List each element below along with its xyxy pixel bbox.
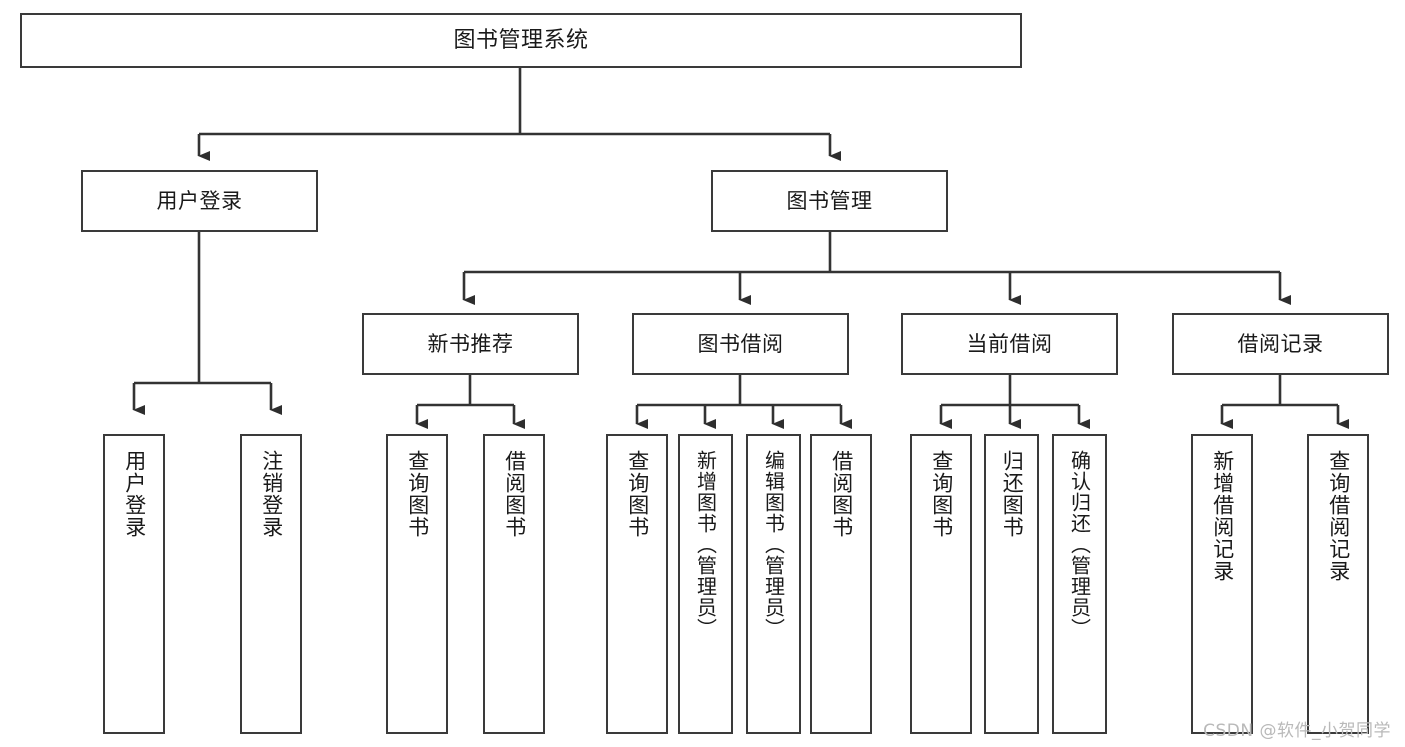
leaf-query-book-current[interactable]: 查询图书 [910, 434, 972, 734]
node-root-label: 图书管理系统 [453, 27, 589, 53]
node-current-borrow[interactable]: 当前借阅 [901, 313, 1118, 375]
leaf-query-book-current-label: 查询图书 [929, 450, 954, 538]
node-new-book-recommend[interactable]: 新书推荐 [362, 313, 579, 375]
leaf-query-borrow-record-label: 查询借阅记录 [1326, 450, 1351, 582]
leaf-edit-book-admin[interactable]: 编辑图书（管理员） [746, 434, 801, 734]
node-book-management-label: 图书管理 [786, 188, 873, 213]
node-book-borrow-label: 图书借阅 [697, 331, 784, 356]
leaf-borrow-book-recommend-label: 借阅图书 [502, 450, 527, 538]
leaf-confirm-return-admin[interactable]: 确认归还（管理员） [1052, 434, 1107, 734]
leaf-return-book[interactable]: 归还图书 [984, 434, 1039, 734]
node-current-borrow-label: 当前借阅 [966, 331, 1053, 356]
leaf-borrow-book-recommend[interactable]: 借阅图书 [483, 434, 545, 734]
node-user-login-label: 用户登录 [156, 188, 243, 213]
leaf-borrow-book[interactable]: 借阅图书 [810, 434, 872, 734]
node-borrow-record[interactable]: 借阅记录 [1172, 313, 1389, 375]
node-borrow-record-label: 借阅记录 [1237, 331, 1324, 356]
leaf-logout-label: 注销登录 [259, 450, 284, 538]
leaf-user-login[interactable]: 用户登录 [103, 434, 165, 734]
leaf-edit-book-admin-label: 编辑图书（管理员） [761, 450, 786, 639]
leaf-borrow-book-label: 借阅图书 [829, 450, 854, 538]
leaf-query-book-recommend-label: 查询图书 [405, 450, 430, 538]
leaf-add-borrow-record-label: 新增借阅记录 [1210, 450, 1235, 582]
leaf-return-book-label: 归还图书 [1000, 450, 1025, 538]
leaf-query-borrow-record[interactable]: 查询借阅记录 [1307, 434, 1369, 734]
leaf-query-book-borrow[interactable]: 查询图书 [606, 434, 668, 734]
leaf-query-book-recommend[interactable]: 查询图书 [386, 434, 448, 734]
leaf-user-login-label: 用户登录 [122, 450, 147, 538]
leaf-add-borrow-record[interactable]: 新增借阅记录 [1191, 434, 1253, 734]
leaf-add-book-admin[interactable]: 新增图书（管理员） [678, 434, 733, 734]
node-book-management[interactable]: 图书管理 [711, 170, 948, 232]
node-book-borrow[interactable]: 图书借阅 [632, 313, 849, 375]
leaf-logout[interactable]: 注销登录 [240, 434, 302, 734]
watermark-text: CSDN @软件_小贺同学 [1203, 721, 1391, 741]
node-user-login[interactable]: 用户登录 [81, 170, 318, 232]
node-new-book-recommend-label: 新书推荐 [427, 331, 514, 356]
leaf-add-book-admin-label: 新增图书（管理员） [693, 450, 718, 639]
node-root[interactable]: 图书管理系统 [20, 13, 1022, 68]
leaf-confirm-return-admin-label: 确认归还（管理员） [1067, 450, 1092, 639]
leaf-query-book-borrow-label: 查询图书 [625, 450, 650, 538]
